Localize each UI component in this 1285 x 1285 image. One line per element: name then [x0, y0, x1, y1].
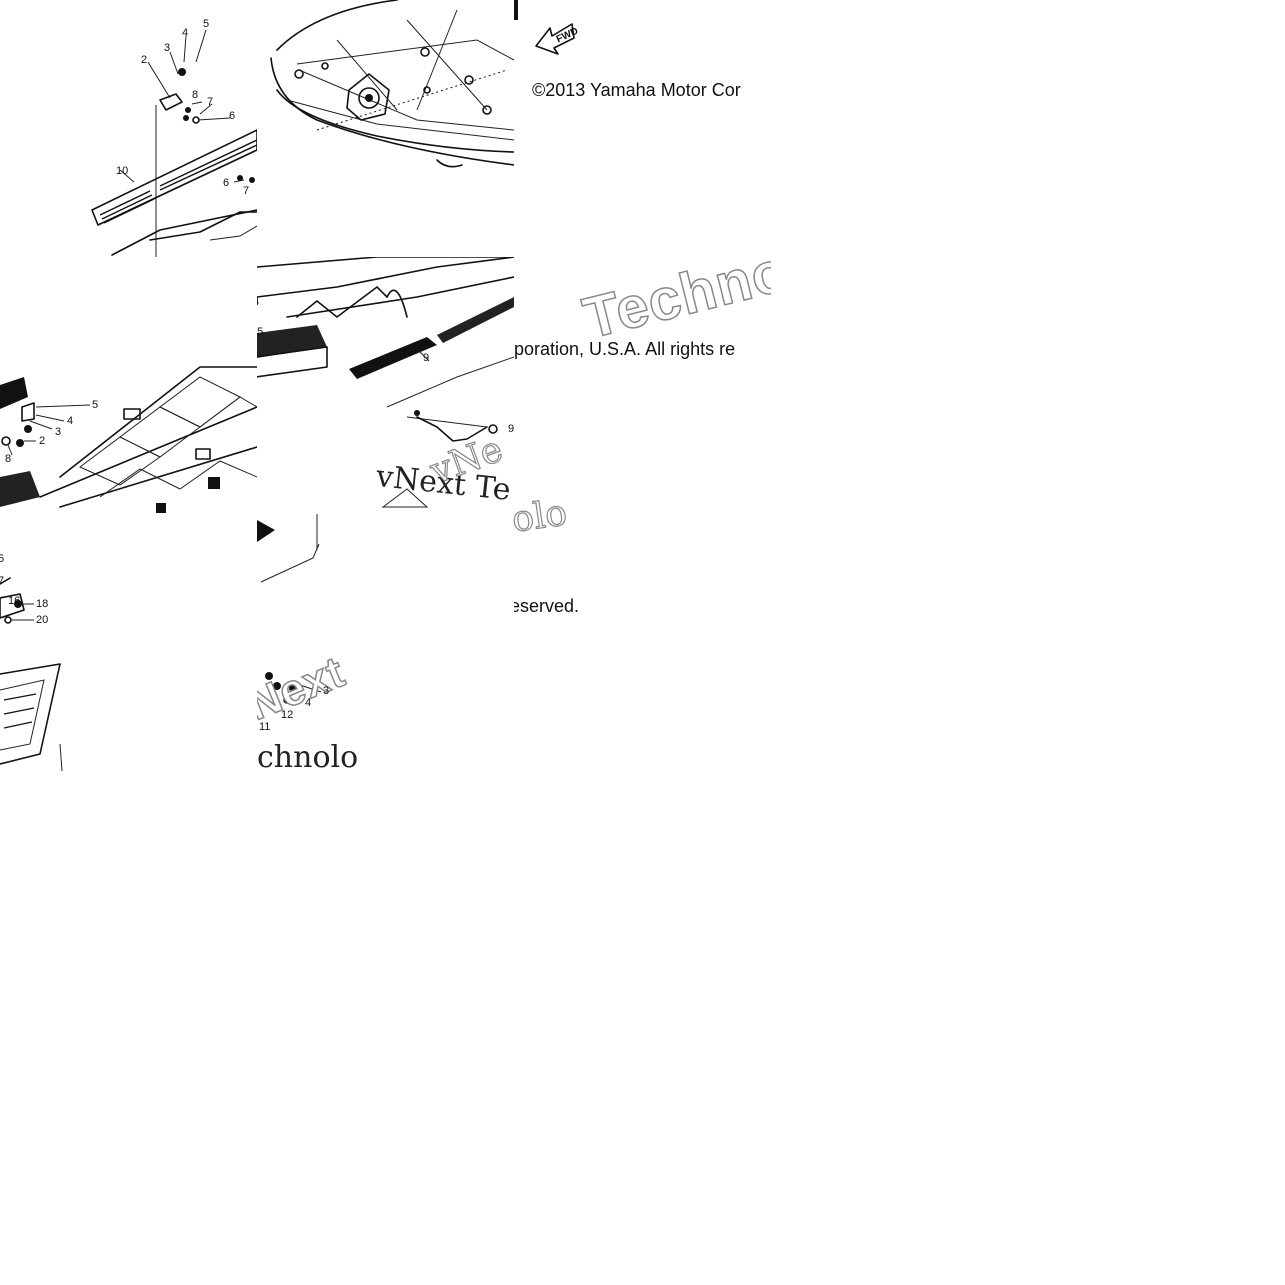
- callout: 11: [259, 721, 271, 733]
- callout: 10: [116, 165, 129, 177]
- hull-top-drawing: [270, 0, 514, 168]
- callout: 5: [0, 553, 5, 565]
- callout: 2: [141, 54, 148, 66]
- callout: 7: [0, 575, 5, 587]
- callout: 14: [257, 297, 259, 308]
- step-plate-drawing: [91, 29, 257, 257]
- callout: 4: [305, 697, 312, 709]
- callout: 20: [36, 614, 49, 626]
- bracket-drawing: [257, 514, 322, 704]
- copyright-segment-1: ©2013 Yamaha Motor Cor: [532, 80, 741, 100]
- fwd-arrow-icon: [514, 0, 575, 55]
- copyright-segment-3: eserved.: [514, 596, 580, 616]
- callout: 5: [203, 18, 210, 30]
- callout: 4: [67, 415, 74, 427]
- callout: 2: [39, 435, 46, 447]
- callout: 3: [55, 426, 62, 438]
- copyright-segment-2: rporation, U.S.A. All rights re: [514, 339, 736, 359]
- callout: 3: [323, 685, 330, 697]
- callout: 15: [257, 326, 264, 338]
- callout: 6: [223, 177, 230, 189]
- callout: 7: [243, 185, 250, 197]
- callout: 16: [8, 595, 21, 607]
- callout: 6: [229, 110, 236, 122]
- tile-top-center: [257, 0, 514, 257]
- callout: 8: [192, 89, 199, 101]
- hull-side-drawing: [257, 257, 514, 508]
- watermark-fragment: Techno: [576, 257, 771, 352]
- callout: 4: [182, 27, 189, 39]
- watermark-fragment: chnolo: [257, 740, 359, 771]
- callout: 8: [5, 453, 12, 465]
- tile-mid-center: 19 21 14 15 9: [257, 257, 514, 514]
- callout: 12: [281, 709, 294, 721]
- hull-deck-drawing: [0, 366, 257, 513]
- callout: 3: [164, 42, 171, 54]
- callout: 5: [92, 399, 99, 411]
- callout: 9: [508, 423, 515, 435]
- callout: 9: [423, 352, 430, 364]
- tile-top-left: 2 3 4 5 8 7 6 10 6 7: [0, 0, 257, 257]
- tile-bottom-right: eserved.: [514, 514, 771, 771]
- tile-mid-right: Techno rporation, U.S.A. All rights re: [514, 257, 771, 514]
- cover-panel-drawing: [0, 577, 63, 771]
- tile-top-right: FWD ©2013 Yamaha Motor Cor: [514, 0, 771, 257]
- tile-bottom-left: 5 7 16 18 20: [0, 514, 257, 771]
- callout: 7: [207, 96, 214, 108]
- tile-bottom-center: Next chnolo 3 4 12 11: [257, 514, 514, 771]
- callout: 18: [36, 598, 49, 610]
- tile-mid-left: 5 4 3 2 8: [0, 257, 257, 514]
